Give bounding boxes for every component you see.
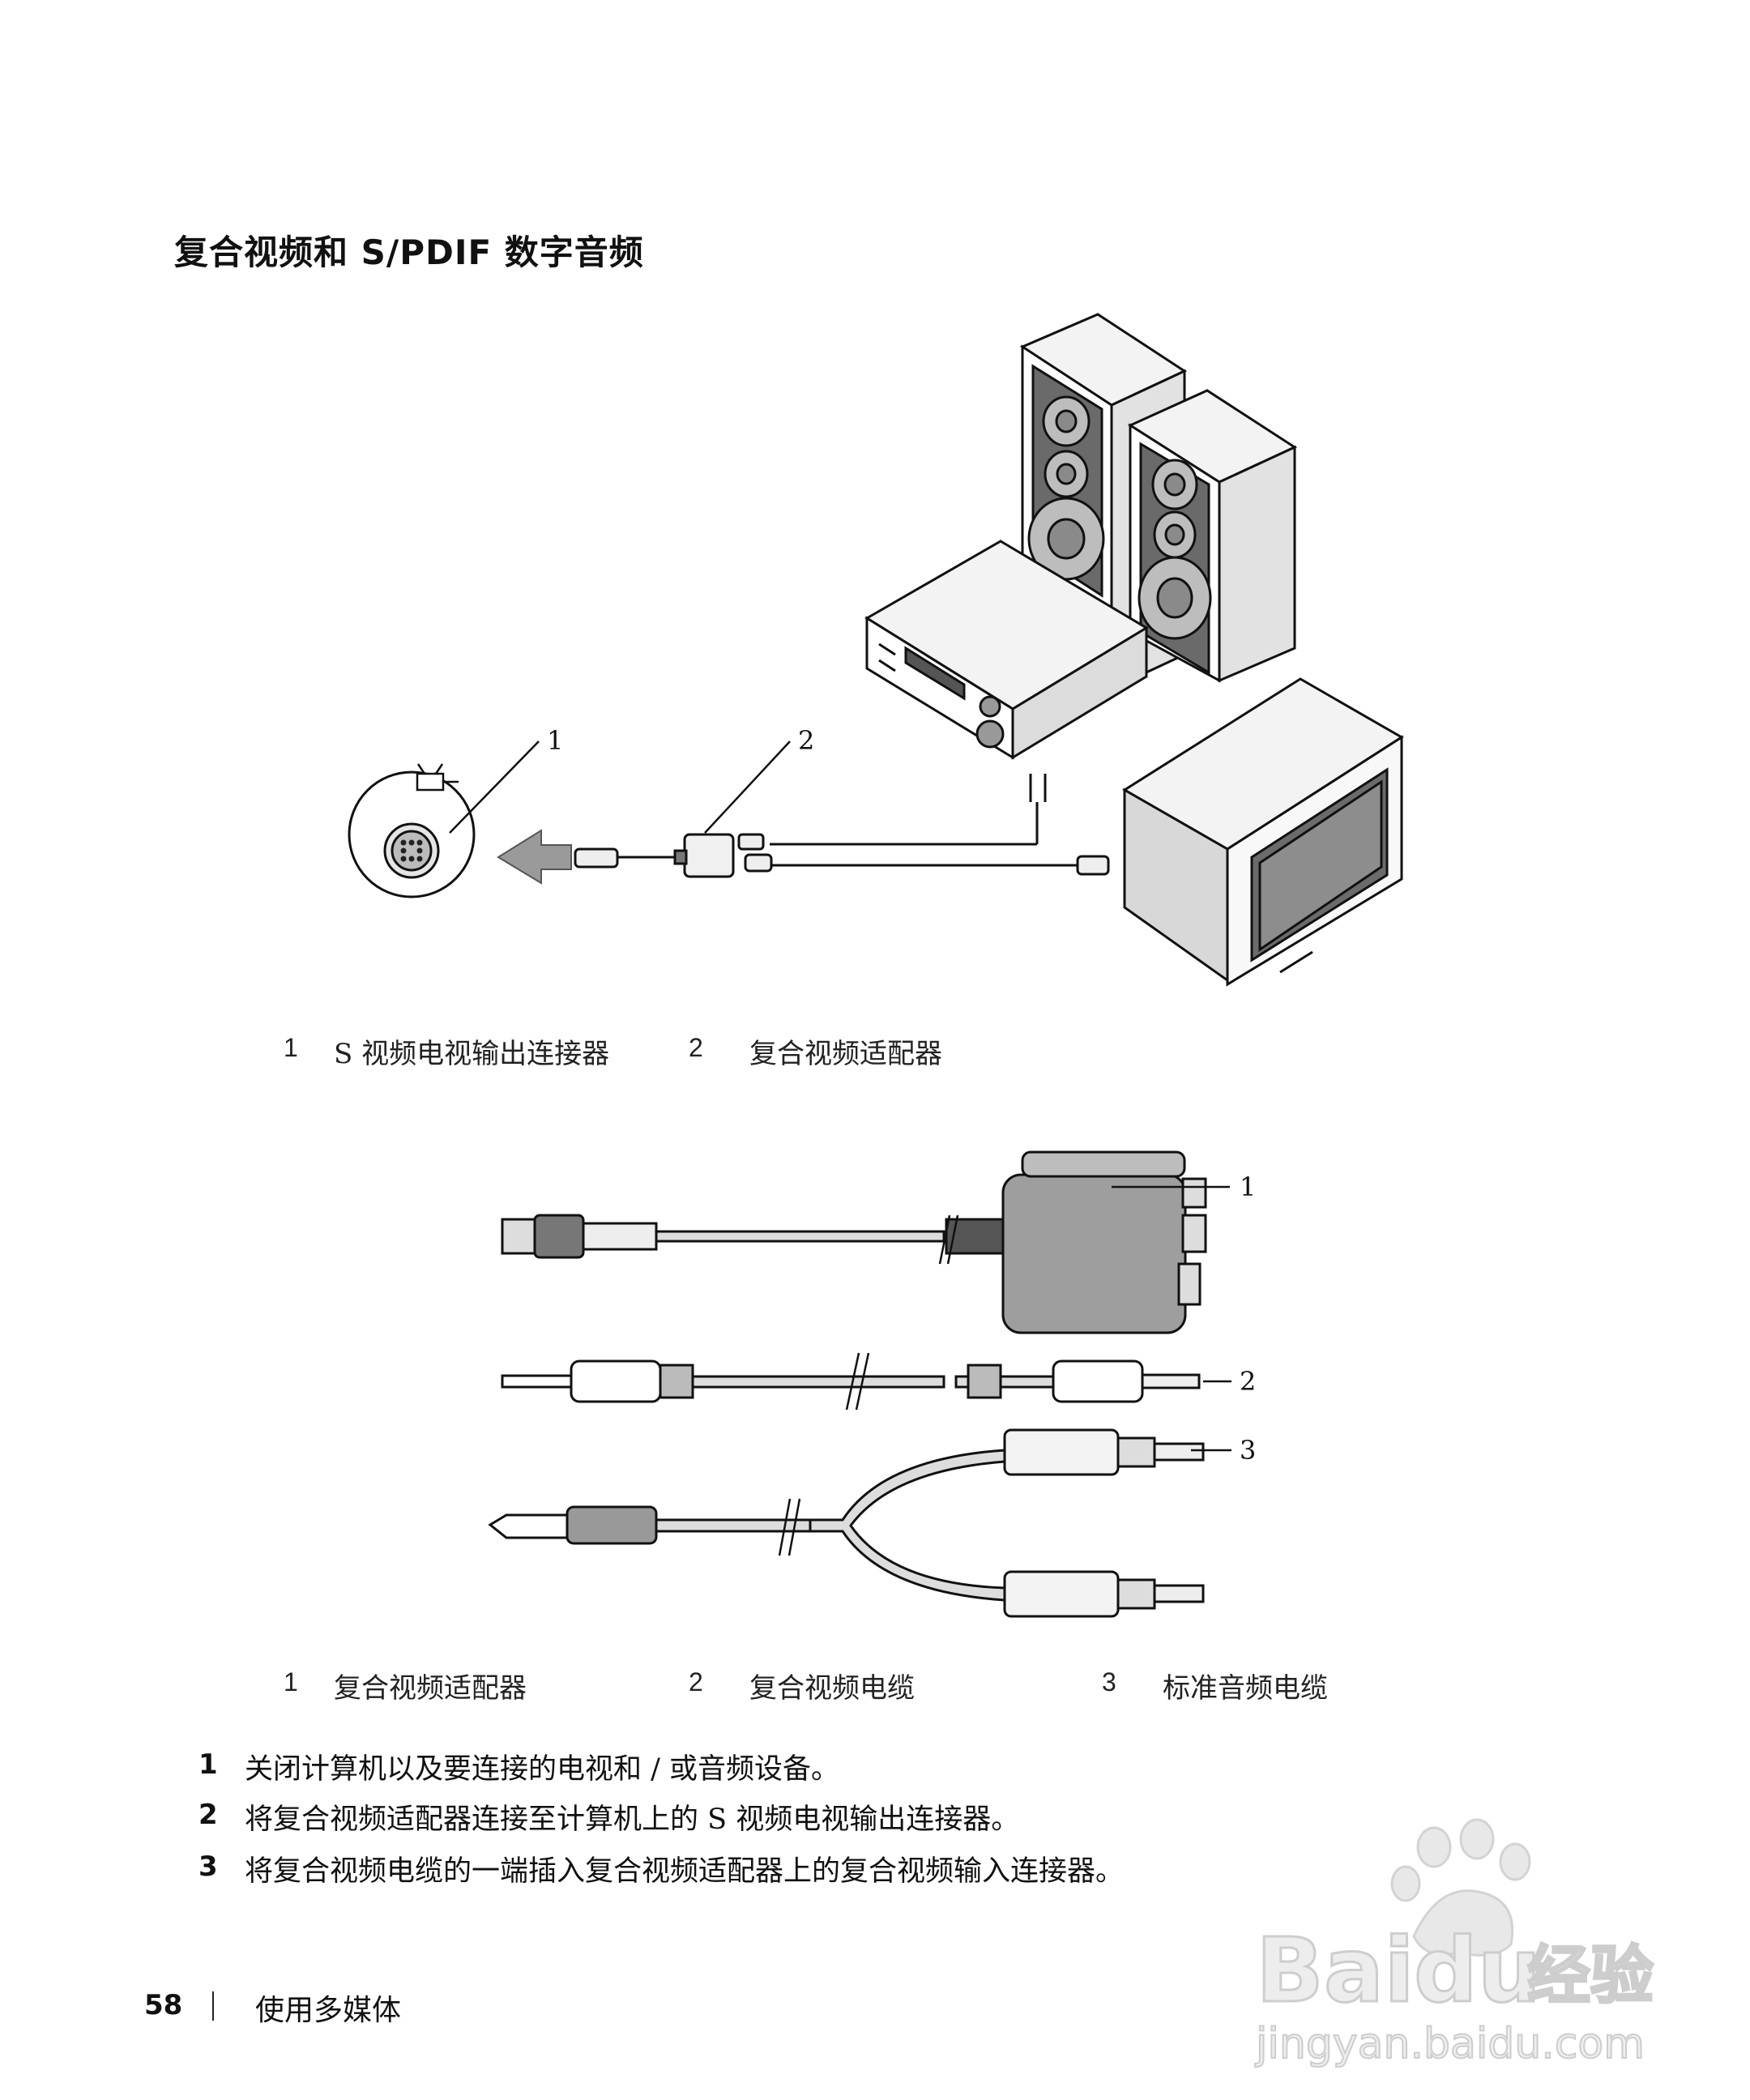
- baidu-watermark: Bai du 经验 jingyan.baidu.com: [1254, 1818, 1655, 2069]
- section-title: 复合视频和 S/PDIF 数字音频: [174, 233, 644, 272]
- television: [1122, 677, 1404, 987]
- watermark-brand2: du: [1414, 1919, 1541, 2022]
- legend1-num-1: 1: [284, 1033, 298, 1062]
- legend2-text-3: 标准音频电缆: [1163, 1672, 1328, 1705]
- legend2-num-1: 1: [284, 1667, 298, 1697]
- callout-fig2-1: 1: [1240, 1172, 1256, 1202]
- legend2-num-2: 2: [689, 1667, 703, 1697]
- connection-illustration: 1 2: [348, 313, 1404, 987]
- step-text-3: 将复合视频电缆的一端插入复合视频适配器上的复合视频输入连接器。: [245, 1855, 1125, 1888]
- legend1-text-2: 复合视频适配器: [749, 1038, 942, 1070]
- adapter-cable: [501, 1150, 1207, 1334]
- callout-2: 2: [798, 725, 814, 756]
- insert-arrow-icon: [497, 829, 572, 885]
- legend1-num-2: 2: [689, 1033, 703, 1062]
- legend1-text-1: S 视频电视输出连接器: [334, 1038, 610, 1070]
- step-text-2: 将复合视频适配器连接至计算机上的 S 视频电视输出连接器。: [245, 1803, 1020, 1836]
- speaker-right: [1127, 389, 1298, 683]
- cables-illustration: 1 2 3: [488, 1150, 1256, 1618]
- callout-fig2-3: 3: [1240, 1435, 1256, 1466]
- watermark-url: jingyan.baidu.com: [1255, 2020, 1645, 2068]
- paw-icon: [1390, 1818, 1531, 1957]
- legend2-text-1: 复合视频适配器: [334, 1672, 527, 1705]
- legend2-text-2: 复合视频电缆: [749, 1672, 915, 1705]
- step-number-3: 3: [198, 1850, 218, 1883]
- composite-adapter: [673, 833, 735, 878]
- callout-1: 1: [547, 725, 563, 756]
- step-number-2: 2: [198, 1799, 218, 1831]
- footer-section: 使用多媒体: [255, 1994, 402, 2027]
- watermark-brand-cn: 经验: [1527, 1940, 1654, 2012]
- footer-divider: [212, 1991, 214, 2021]
- s-video-port-inset: [348, 763, 476, 898]
- composite-video-cable: [501, 1352, 1201, 1411]
- step-number-1: 1: [198, 1748, 218, 1781]
- audio-y-cable: [488, 1428, 1205, 1618]
- audio-receiver: [864, 540, 1149, 760]
- watermark-brand: Bai: [1256, 1919, 1415, 2022]
- cables: [616, 774, 1078, 867]
- callout-fig2-2: 2: [1240, 1366, 1256, 1397]
- page-number: 58: [144, 1989, 183, 2021]
- legend2-num-3: 3: [1102, 1667, 1116, 1697]
- step-text-1: 关闭计算机以及要连接的电视和 / 或音频设备。: [245, 1753, 840, 1786]
